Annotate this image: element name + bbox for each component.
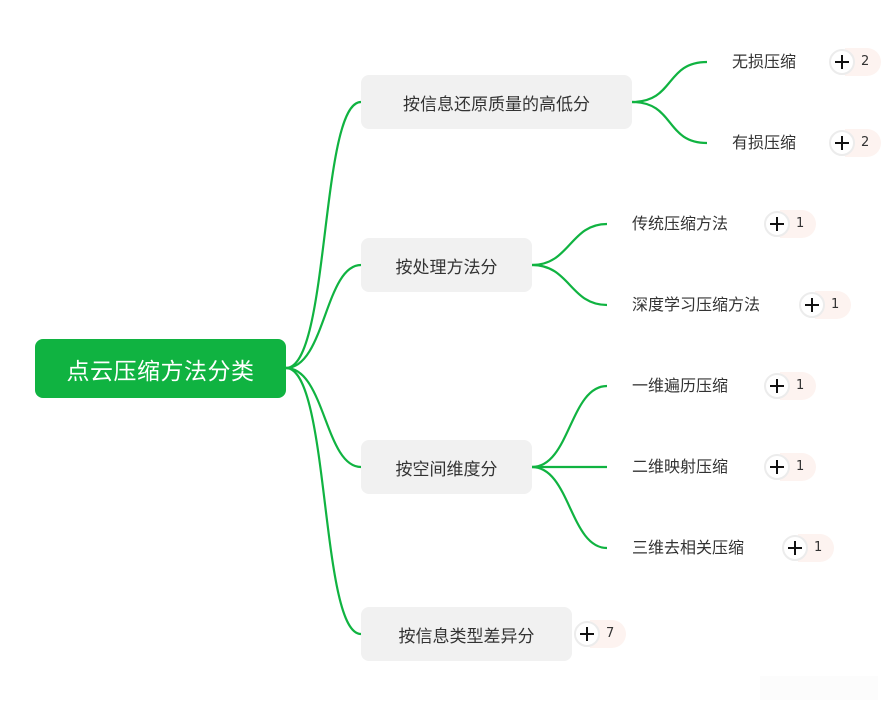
leaf-node-1d[interactable]: 一维遍历压缩 (632, 373, 728, 399)
leaf-node-deep-learning[interactable]: 深度学习压缩方法 (632, 292, 760, 318)
root-node-label: 点云压缩方法分类 (66, 358, 255, 385)
plus-icon[interactable] (829, 49, 855, 75)
expand-toggle-3d[interactable]: 1 (782, 534, 835, 562)
leaf-node-traditional[interactable]: 传统压缩方法 (632, 211, 728, 237)
leaf-node-2d[interactable]: 二维映射压缩 (632, 454, 728, 480)
leaf-label: 二维映射压缩 (632, 457, 729, 476)
root-node[interactable]: 点云压缩方法分类 (35, 339, 286, 398)
plus-icon[interactable] (574, 621, 600, 647)
branch-label: 按信息类型差异分 (398, 626, 535, 647)
branch-label: 按处理方法分 (395, 257, 498, 278)
leaf-label: 三维去相关压缩 (632, 538, 745, 557)
leaf-label: 传统压缩方法 (632, 214, 729, 233)
branch-label: 按空间维度分 (395, 459, 498, 480)
leaf-label: 一维遍历压缩 (632, 376, 729, 395)
leaf-node-lossy[interactable]: 有损压缩 (732, 130, 796, 156)
leaf-label: 无损压缩 (732, 52, 797, 71)
expand-toggle-1d[interactable]: 1 (764, 372, 817, 400)
expand-toggle-lossy[interactable]: 2 (829, 129, 882, 157)
leaf-node-3d[interactable]: 三维去相关压缩 (632, 535, 744, 561)
plus-icon[interactable] (782, 535, 808, 561)
expand-toggle-deep-learning[interactable]: 1 (799, 291, 852, 319)
plus-icon[interactable] (764, 373, 790, 399)
expand-toggle-info-type[interactable]: 7 (574, 620, 627, 648)
expand-toggle-lossless[interactable]: 2 (829, 48, 882, 76)
branch-node-method[interactable]: 按处理方法分 (361, 238, 532, 292)
leaf-node-lossless[interactable]: 无损压缩 (732, 49, 796, 75)
expand-toggle-traditional[interactable]: 1 (764, 210, 817, 238)
branch-node-info-type[interactable]: 按信息类型差异分 (361, 607, 572, 661)
expand-toggle-2d[interactable]: 1 (764, 453, 817, 481)
branch-node-quality[interactable]: 按信息还原质量的高低分 (361, 75, 632, 129)
branch-node-spatial[interactable]: 按空间维度分 (361, 440, 532, 494)
plus-icon[interactable] (764, 211, 790, 237)
plus-icon[interactable] (829, 130, 855, 156)
leaf-label: 有损压缩 (732, 133, 797, 152)
plus-icon[interactable] (799, 292, 825, 318)
faint-watermark-area (760, 676, 878, 700)
plus-icon[interactable] (764, 454, 790, 480)
leaf-label: 深度学习压缩方法 (632, 295, 761, 314)
branch-label: 按信息还原质量的高低分 (403, 94, 590, 115)
